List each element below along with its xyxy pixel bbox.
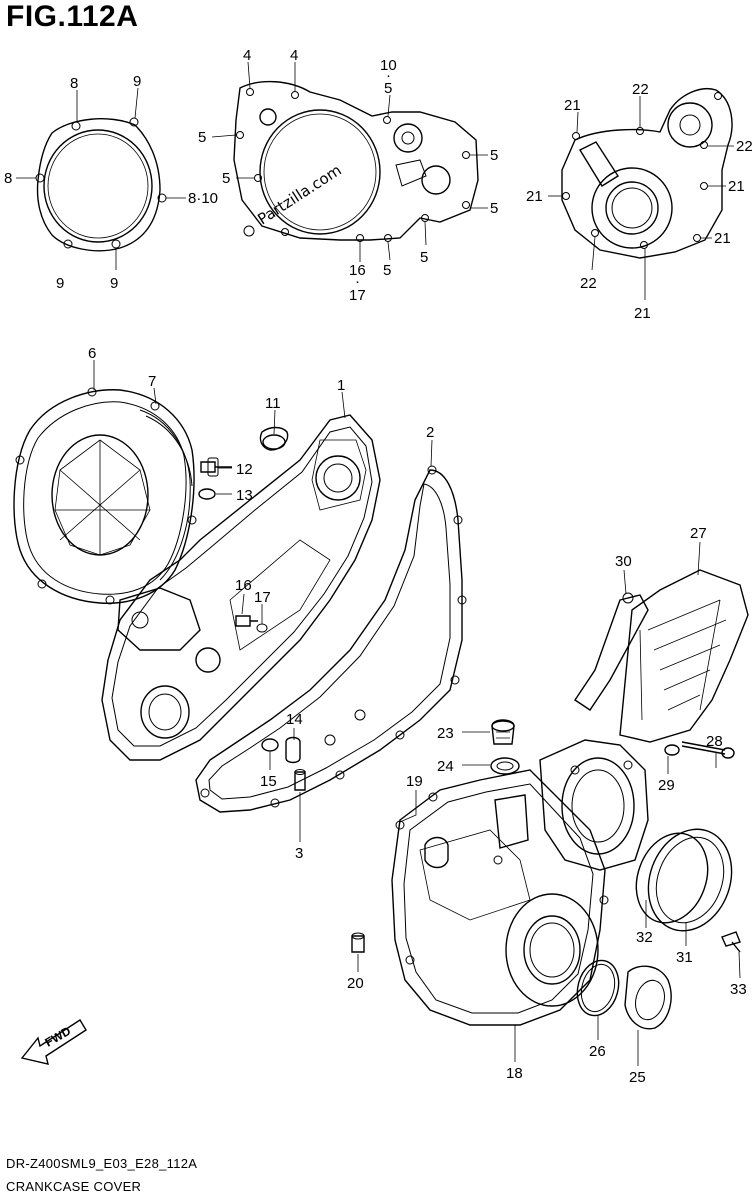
callout-5: 5 [384,80,392,97]
fwd-arrow: FWD [20,1019,87,1065]
callout-dot: · [386,67,391,84]
starter-housing [539,739,649,871]
figure-title: FIG.112A [6,0,139,33]
callout-3: 3 [295,845,303,862]
callout-13: 13 [236,487,253,504]
clutch-cover-gasket-ring [35,117,167,252]
callout-25: 25 [629,1069,646,1086]
callout-22: 22 [736,138,753,155]
callout-5: 5 [420,249,428,266]
callout-1: 1 [337,377,345,394]
callout-16: 16 [235,577,252,594]
callout-5: 5 [490,147,498,164]
magneto-cover [391,769,609,1026]
callout-11: 11 [265,395,281,412]
clutch-outer-cover [13,387,197,605]
callout-32: 32 [636,929,653,946]
callout-8-10: 8·10 [188,190,218,207]
cover-cap-parts [635,741,741,953]
callout-dot: · [355,273,360,290]
small-fasteners [198,434,306,791]
callout-9: 9 [56,275,64,292]
callout-labels: 8 9 8 8·10 9 9 4 4 10 · 5 5 5 5 5 5 5 16… [4,47,753,1086]
callout-16: 16 [349,262,366,279]
figure-name: CRANKCASE COVER [6,1179,142,1194]
callout-23: 23 [437,725,454,742]
callout-27: 27 [690,525,707,542]
figure-code: DR-Z400SML9_E03_E28_112A [6,1156,198,1171]
callout-33: 33 [730,981,747,998]
inspection-cap-parts [351,932,672,1030]
callout-4: 4 [243,47,251,64]
callout-14: 14 [286,711,303,728]
crankcase-cover-main [101,414,381,761]
callout-22: 22 [580,275,597,292]
leader-lines [16,61,741,1066]
callout-9: 9 [110,275,118,292]
callout-15: 15 [260,773,277,790]
callout-17: 17 [349,287,366,304]
callout-7: 7 [148,373,156,390]
callout-18: 18 [506,1065,523,1082]
magneto-cover-gasket [561,88,733,259]
callout-21: 21 [564,97,581,114]
sprocket-cover [574,569,749,743]
callout-5: 5 [222,170,230,187]
callout-21: 21 [526,188,543,205]
callout-17: 17 [254,589,271,606]
callout-29: 29 [658,777,675,794]
callout-26: 26 [589,1043,606,1060]
callout-5: 5 [383,262,391,279]
oil-plug-parts [490,719,520,775]
callout-6: 6 [88,345,96,362]
callout-30: 30 [615,553,632,570]
callout-21: 21 [728,178,745,195]
callout-9: 9 [133,73,141,90]
callout-21: 21 [714,230,731,247]
callout-20: 20 [347,975,364,992]
callout-12: 12 [236,461,253,478]
callout-19: 19 [406,773,423,790]
crankcase-cover-gasket-top: Partzilla.com [233,80,479,242]
callout-10: 10 [380,57,397,74]
crankcase-cover-gasket [195,465,467,813]
callout-5: 5 [198,129,206,146]
callout-2: 2 [426,424,434,441]
callout-21: 21 [634,305,651,322]
callout-4: 4 [290,47,298,64]
callout-24: 24 [437,758,454,775]
callout-5: 5 [490,200,498,217]
callout-8: 8 [70,75,78,92]
callout-22: 22 [632,81,649,98]
callout-8: 8 [4,170,12,187]
callout-31: 31 [676,949,693,966]
callout-28: 28 [706,733,723,750]
